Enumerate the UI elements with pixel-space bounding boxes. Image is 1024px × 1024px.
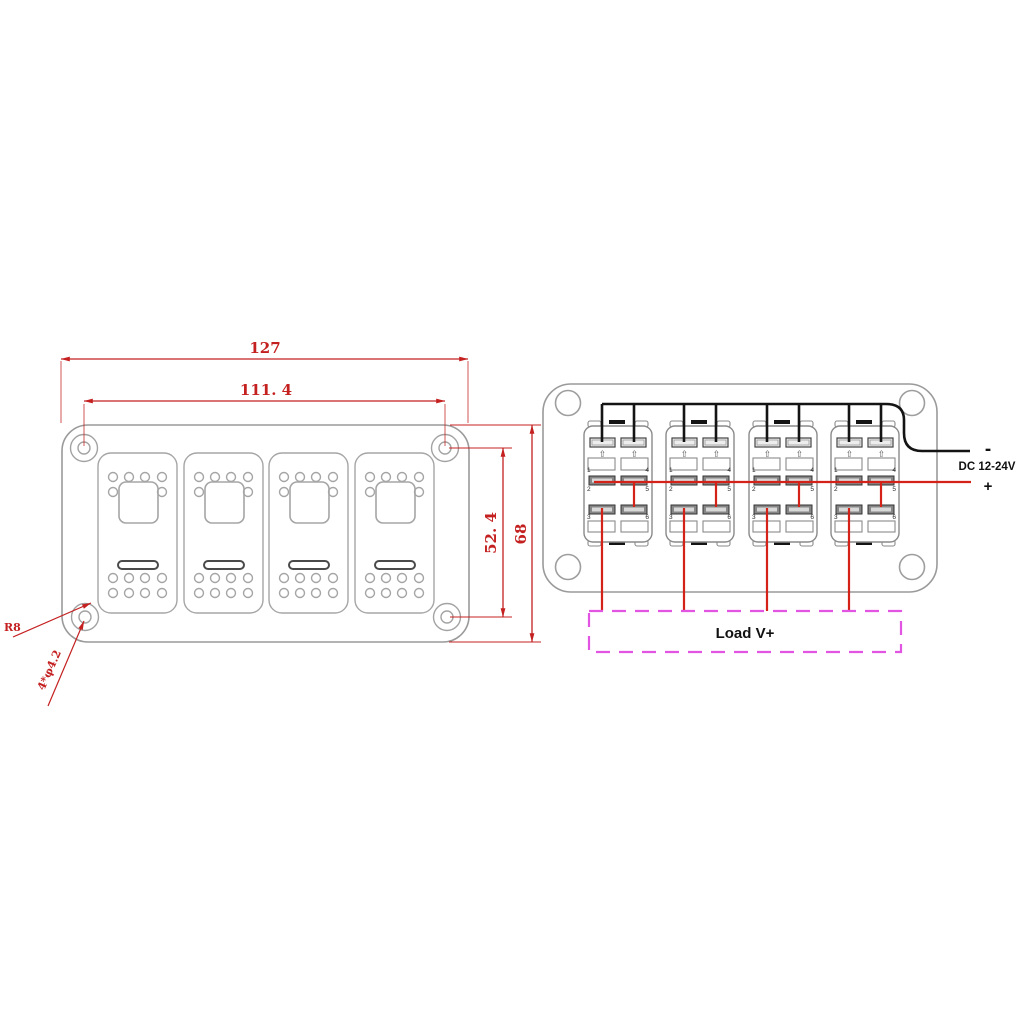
positive-bus-wiring xyxy=(594,480,971,507)
rear-mounting-holes xyxy=(554,389,926,581)
retaining-clip-bottom xyxy=(856,541,872,545)
actuator-window xyxy=(289,481,330,524)
load-box: Load V+ xyxy=(587,609,903,654)
dimension-overall-height: 68 xyxy=(449,424,541,643)
actuator-window xyxy=(375,481,416,524)
terminal-label: 1 xyxy=(834,467,838,474)
terminal-label: 4 xyxy=(892,467,896,474)
terminal-label: 6 xyxy=(810,514,814,521)
load-box-outline xyxy=(587,609,903,654)
dimension-overall-width: 127 xyxy=(60,339,469,423)
mounting-hole-callout-value: 4*φ4.2 xyxy=(35,648,64,692)
terminal-label: 6 xyxy=(892,514,896,521)
terminal-label: 4 xyxy=(727,467,731,474)
terminal-label: 3 xyxy=(834,514,838,521)
terminal-label: 6 xyxy=(727,514,731,521)
actuator-window xyxy=(204,481,245,524)
negative-bus-wire xyxy=(602,402,970,453)
dim-overall-width-value: 127 xyxy=(249,339,280,357)
load-wiring xyxy=(600,508,851,611)
rear-view: ⇧ ⇧ 1 4 2 5 3 6 xyxy=(542,383,1016,654)
terminal-label: 6 xyxy=(645,514,649,521)
corner-radius-callout: R8 xyxy=(4,602,92,638)
retaining-clip-top xyxy=(609,420,625,424)
dimension-hole-spacing: 111. 4 xyxy=(83,381,446,446)
dim-overall-height-value: 68 xyxy=(512,524,530,545)
terminal-label: 4 xyxy=(645,467,649,474)
terminal-label: 2 xyxy=(669,486,673,493)
indicator-slot xyxy=(374,560,416,570)
terminal-label: 2 xyxy=(834,486,838,493)
retaining-clip-top xyxy=(691,420,707,424)
terminal-label: 1 xyxy=(587,467,591,474)
terminal-label: 5 xyxy=(892,486,896,493)
rocker-bezel-4 xyxy=(354,452,435,614)
terminal-label: 2 xyxy=(587,486,591,493)
rocker-bezel-2 xyxy=(183,452,264,614)
up-arrow-icon: ⇧ xyxy=(713,450,721,460)
retaining-clip-top xyxy=(774,420,790,424)
retaining-clip-bottom xyxy=(609,541,625,545)
corner-radius-value: R8 xyxy=(4,621,21,634)
terminal-label: 5 xyxy=(645,486,649,493)
terminal-label: 1 xyxy=(752,467,756,474)
up-arrow-icon: ⇧ xyxy=(796,450,804,460)
up-arrow-icon: ⇧ xyxy=(631,450,639,460)
dim-hole-vertical-value: 52. 4 xyxy=(482,512,500,554)
terminal-label: 5 xyxy=(810,486,814,493)
supply-voltage-label: DC 12-24V xyxy=(959,461,1016,473)
supply-labels: - DC 12-24V + xyxy=(959,439,1016,495)
rocker-bezel-3 xyxy=(268,452,349,614)
terminal-label: 1 xyxy=(669,467,673,474)
retaining-clip-bottom xyxy=(691,541,707,545)
retaining-clip-top xyxy=(856,420,872,424)
retaining-clip-bottom xyxy=(774,541,790,545)
rocker-bezel-1 xyxy=(97,452,178,614)
load-label: Load V+ xyxy=(716,625,775,642)
actuator-window xyxy=(118,481,159,524)
up-arrow-icon: ⇧ xyxy=(846,450,854,460)
terminal-label: 2 xyxy=(752,486,756,493)
indicator-slot xyxy=(117,560,159,570)
dim-hole-spacing-value: 111. 4 xyxy=(240,381,292,399)
up-arrow-icon: ⇧ xyxy=(878,450,886,460)
indicator-slot xyxy=(288,560,330,570)
up-arrow-icon: ⇧ xyxy=(599,450,607,460)
negative-bus-wiring xyxy=(600,402,970,453)
dimension-hole-vertical: 52. 4 xyxy=(449,447,512,618)
terminal-label: 3 xyxy=(752,514,756,521)
positive-terminal-label: + xyxy=(984,478,993,495)
up-arrow-icon: ⇧ xyxy=(681,450,689,460)
terminal-label: 3 xyxy=(669,514,673,521)
terminal-label: 5 xyxy=(727,486,731,493)
indicator-slot xyxy=(203,560,245,570)
up-arrow-icon: ⇧ xyxy=(764,450,772,460)
negative-terminal-label: - xyxy=(985,439,991,460)
terminal-label: 4 xyxy=(810,467,814,474)
front-panel-plate xyxy=(61,424,470,643)
terminal-label: 3 xyxy=(587,514,591,521)
front-view: 127 111. 4 52. 4 68 R8 xyxy=(4,339,541,707)
rocker-bezels xyxy=(97,452,435,614)
